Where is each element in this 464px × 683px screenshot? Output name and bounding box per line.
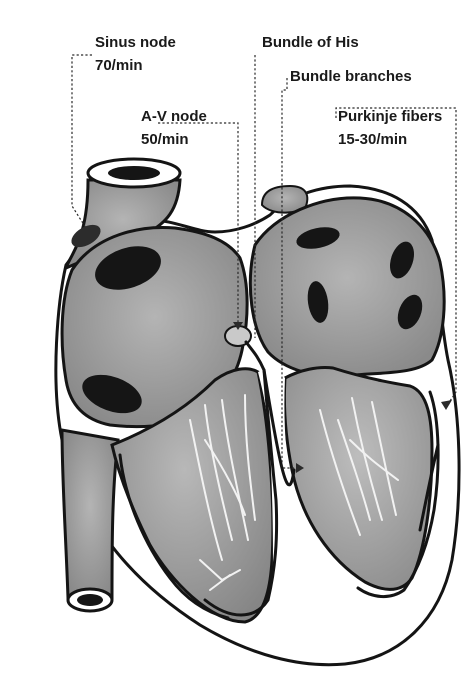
inferior-vena-cava bbox=[62, 430, 118, 598]
purkinje-fibers-label: Purkinje fibers bbox=[338, 108, 442, 125]
left-atrium bbox=[250, 198, 444, 376]
vena-cava-lumen bbox=[108, 166, 160, 180]
bundle-of-his-label: Bundle of His bbox=[262, 34, 359, 51]
purkinje-fibers-rate: 15-30/min bbox=[338, 131, 407, 148]
sinus-node-rate: 70/min bbox=[95, 57, 143, 74]
sinus-node-label: Sinus node bbox=[95, 34, 176, 51]
av-node-rate: 50/min bbox=[141, 131, 189, 148]
bundle-branches-label: Bundle branches bbox=[290, 68, 412, 85]
av-node-label: A-V node bbox=[141, 108, 207, 125]
inferior-vena-cava-lumen bbox=[77, 594, 103, 606]
